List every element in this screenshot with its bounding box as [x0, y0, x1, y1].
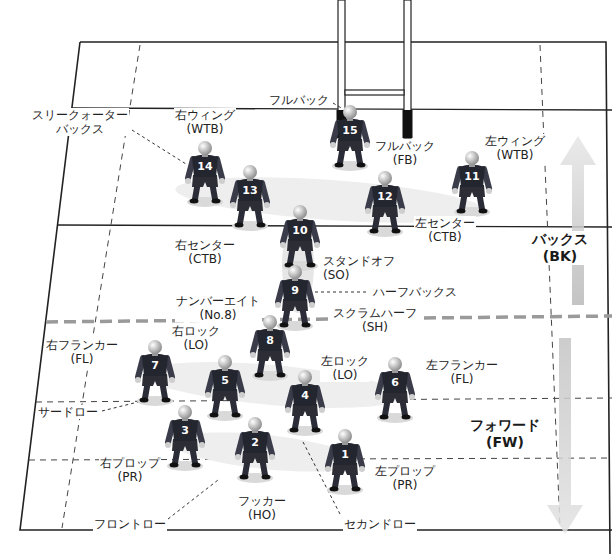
callout-number: 1	[341, 449, 349, 461]
position-label: 右センター (CTB)	[174, 238, 236, 266]
callout-number: 15	[342, 125, 357, 137]
callout-number: 9	[291, 285, 299, 297]
position-label: フッカー (HO)	[237, 494, 287, 522]
position-label: スクラムハーフ (SH)	[332, 306, 418, 334]
position-label: 右フランカー (FL)	[45, 338, 119, 366]
position-label: フルバック (FB)	[374, 139, 436, 167]
position-label: 左プロップ (PR)	[374, 464, 436, 492]
field-lines	[20, 42, 612, 554]
position-label: ハーフバックス	[372, 285, 458, 299]
callout-number: 12	[377, 191, 392, 203]
position-label: 左フランカー (FL)	[425, 358, 499, 386]
backs-arrow	[560, 136, 596, 305]
position-label: セカンドロー	[343, 517, 417, 531]
callout-number: 7	[151, 360, 159, 372]
position-label: フルバック	[268, 93, 330, 107]
callout-number: 3	[181, 425, 189, 437]
position-label: 左センター (CTB)	[414, 216, 476, 244]
callout-number: 5	[221, 375, 229, 387]
position-label: 右ウィング (WTB)	[174, 108, 236, 136]
callout-number: 14	[197, 161, 212, 173]
callout-number: 2	[251, 437, 259, 449]
position-label: フォワード (FW)	[469, 417, 541, 451]
callout-number: 4	[301, 390, 309, 402]
position-label: ナンバーエイト (No.8)	[175, 294, 261, 322]
group-shading	[141, 169, 486, 479]
position-label: スタンドオフ (SO)	[322, 254, 396, 282]
callout-number: 6	[391, 377, 399, 389]
position-label: 右プロップ (PR)	[99, 456, 161, 484]
position-label: 左ウィング (WTB)	[484, 134, 546, 162]
callout-number: 8	[266, 335, 274, 347]
callout-number: 13	[242, 185, 257, 197]
position-label: 左ロック (LO)	[320, 354, 370, 382]
position-label: サードロー	[37, 405, 99, 419]
forwards-arrow	[547, 338, 583, 534]
position-label: フロントロー	[93, 517, 167, 531]
position-label: バックス (BK)	[531, 231, 589, 265]
callout-number: 10	[292, 225, 307, 237]
position-label: 右ロック (LO)	[171, 324, 221, 352]
callout-number: 11	[464, 171, 479, 183]
player-figures	[135, 105, 492, 495]
position-label: スリークォーター バックス	[31, 108, 129, 136]
